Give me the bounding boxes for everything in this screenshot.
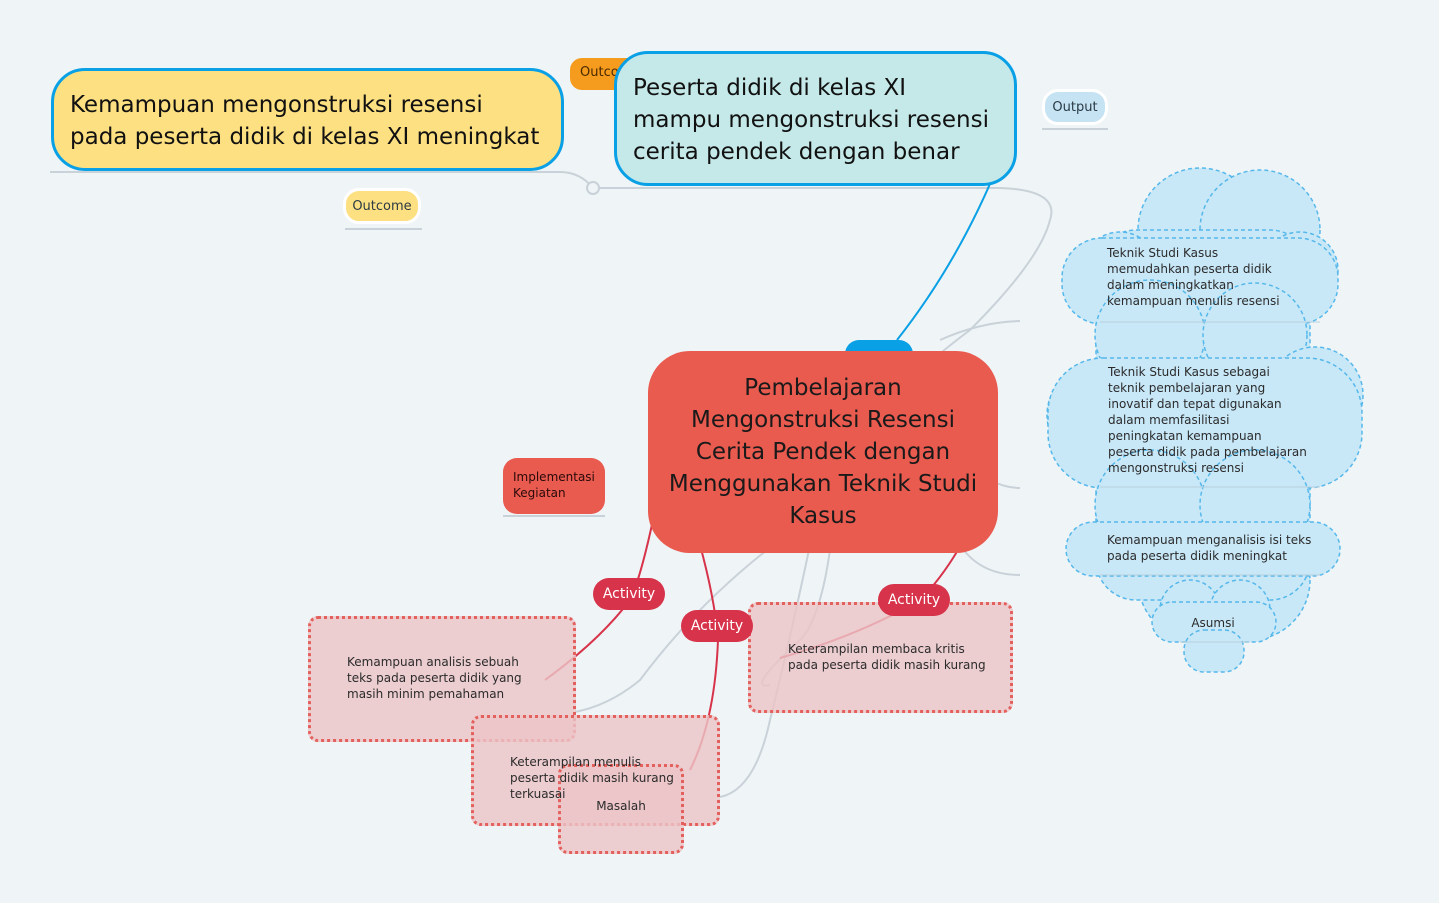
masalah-box[interactable] xyxy=(558,764,684,854)
implementation-node[interactable]: Implementasi Kegiatan xyxy=(503,458,605,514)
central-topic[interactable]: Pembelajaran Mengonstruksi Resensi Cerit… xyxy=(648,351,998,553)
output-node[interactable]: Peserta didik di kelas XI mampu mengonst… xyxy=(614,51,1017,186)
activity-pill-3[interactable]: Activity xyxy=(878,584,950,616)
central-topic-text: Pembelajaran Mengonstruksi Resensi Cerit… xyxy=(668,375,978,529)
activity-box-3-text: Keterampilan membaca kritis pada peserta… xyxy=(788,642,986,672)
output-node-text: Peserta didik di kelas XI mampu mengonst… xyxy=(633,75,989,165)
assumption-3[interactable]: Kemampuan menganalisis isi teks pada pes… xyxy=(1107,533,1312,563)
activity-box-1-text: Kemampuan analisis sebuah teks pada pese… xyxy=(347,655,522,701)
assumption-1[interactable]: Teknik Studi Kasus memudahkan peserta di… xyxy=(1107,246,1280,308)
activity-box-3[interactable] xyxy=(748,602,1013,713)
activity-pill-1[interactable]: Activity xyxy=(593,578,665,610)
outcome-tag[interactable]: Outcome xyxy=(343,188,421,224)
activity-box-2-text: Keterampilan menulis peserta didik masih… xyxy=(510,755,674,801)
assumption-2[interactable]: Teknik Studi Kasus sebagai teknik pembel… xyxy=(1108,365,1307,475)
asumsi-label[interactable]: Asumsi xyxy=(1191,616,1235,630)
assumption-cloud-group xyxy=(1046,167,1364,673)
outcome-node[interactable]: Kemampuan mengonstruksi resensi pada pes… xyxy=(51,68,564,171)
activity-pill-2[interactable]: Activity xyxy=(681,610,753,642)
outcome-node-text: Kemampuan mengonstruksi resensi pada pes… xyxy=(70,92,540,150)
masalah-label[interactable]: Masalah xyxy=(596,799,646,813)
output-tag[interactable]: Output xyxy=(1042,89,1108,125)
